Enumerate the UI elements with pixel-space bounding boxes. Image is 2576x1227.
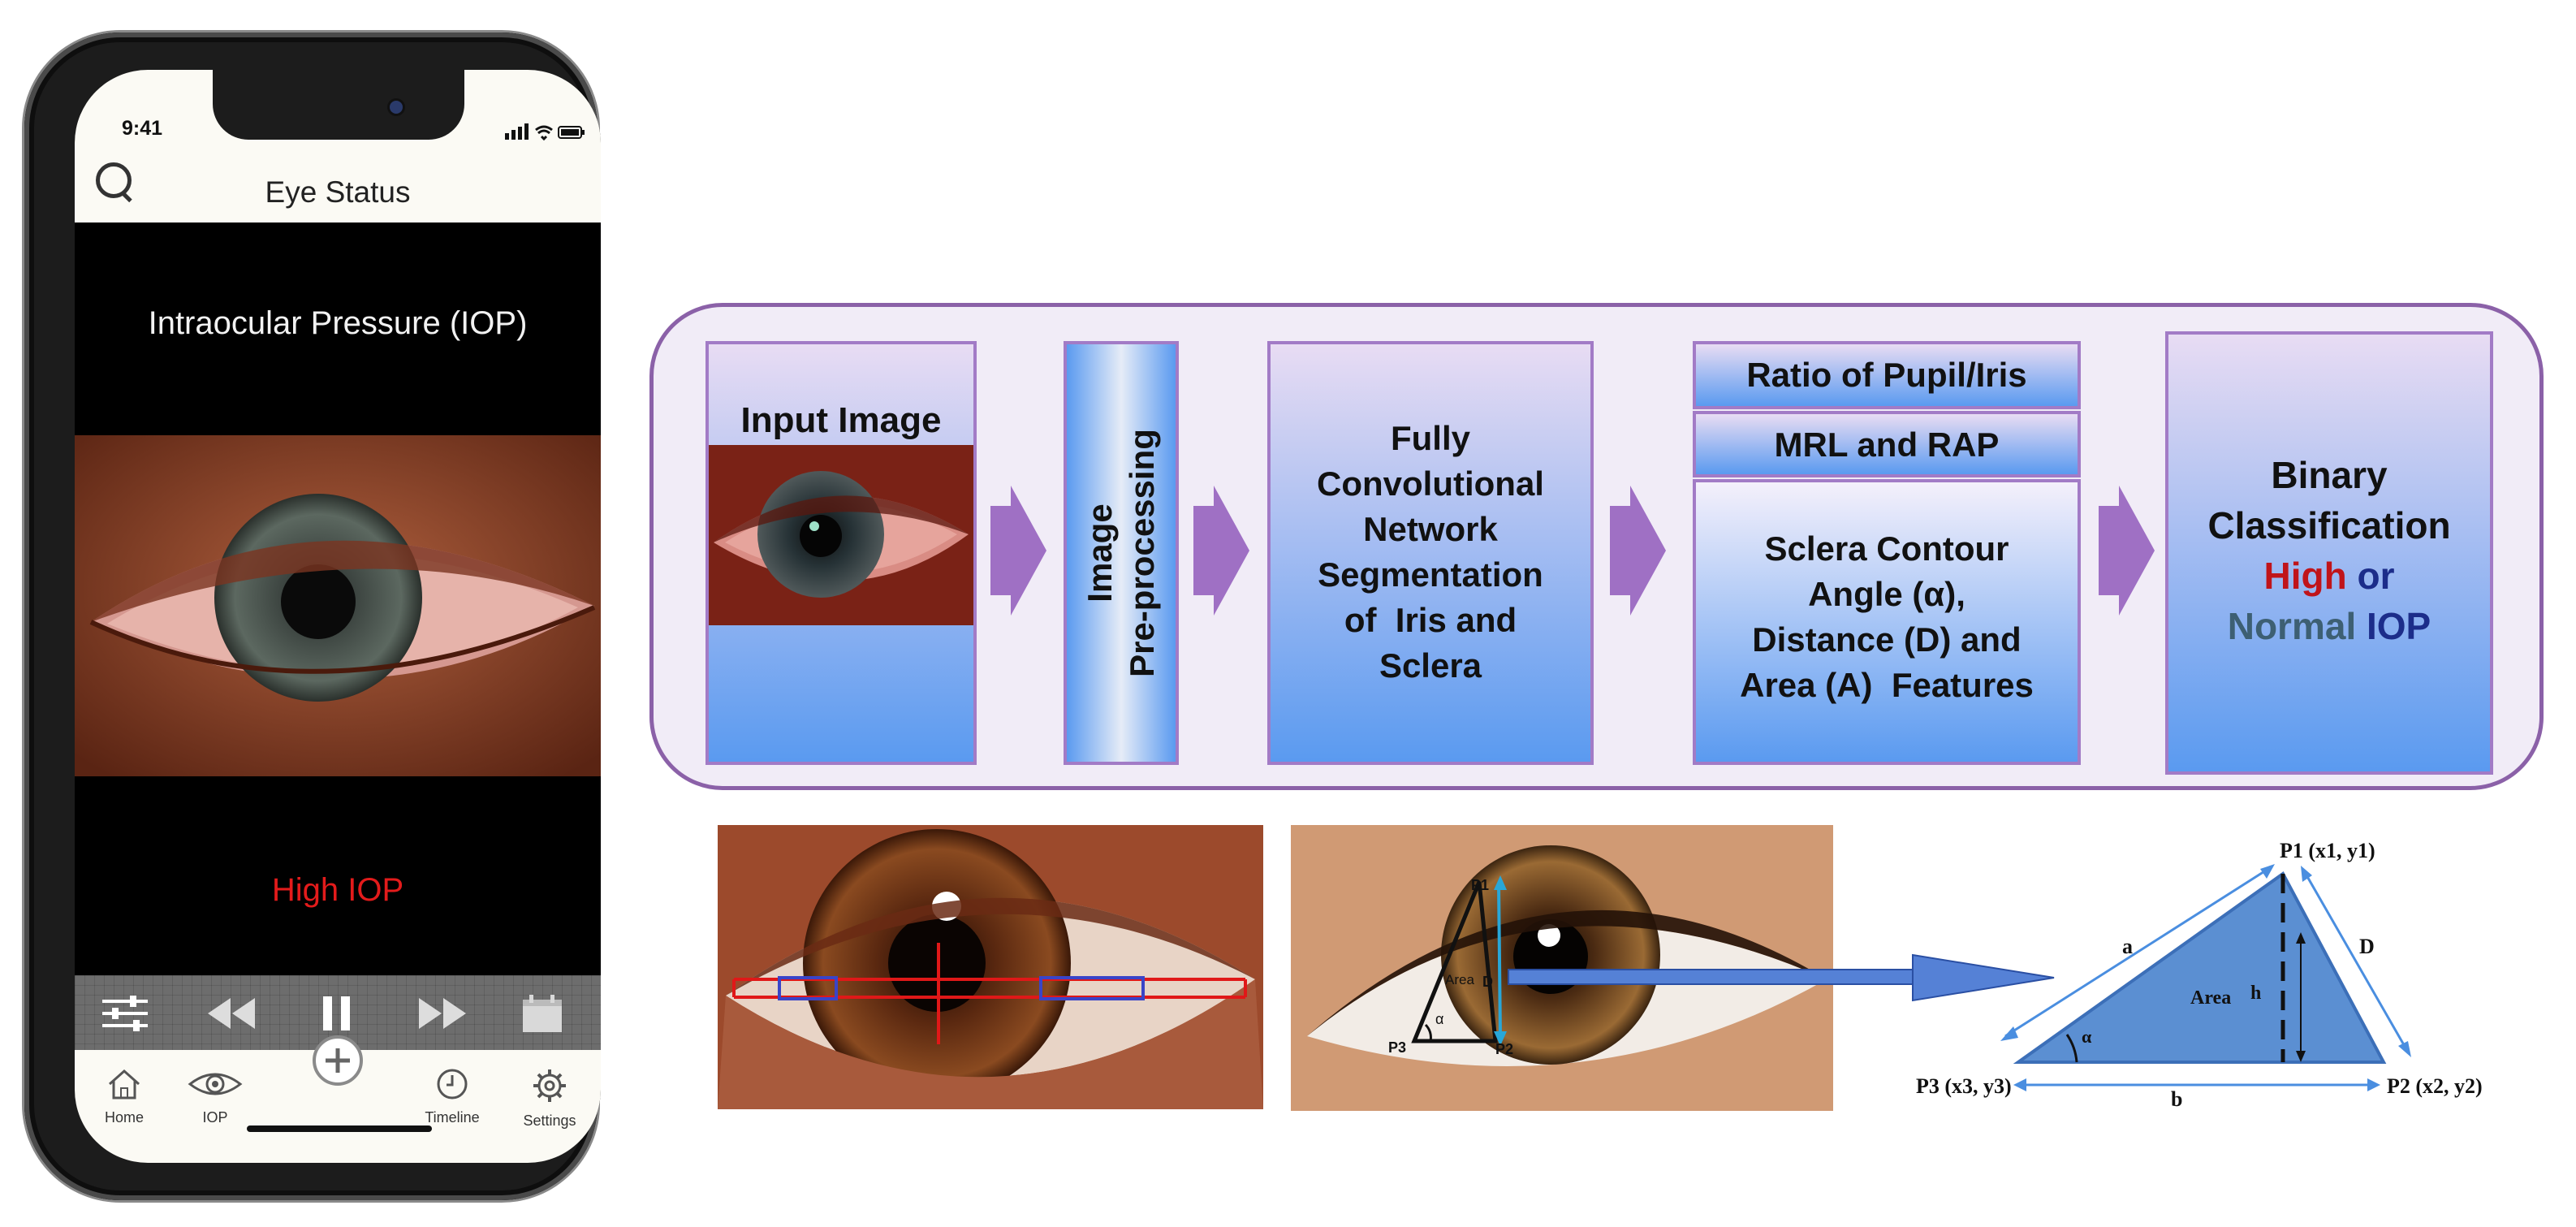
sclera-line-4: Area (A) Features [1740,666,2034,704]
fast-forward-icon[interactable] [416,993,469,1034]
classification-box: Binary Classification High or Normal IOP [2165,331,2493,775]
mrl-overlay [732,943,1247,1044]
small-alpha-label: α [1435,1011,1443,1027]
tab-timeline-label: Timeline [425,1109,480,1125]
side-d-label: D [2359,935,2375,958]
search-icon[interactable] [96,162,132,198]
tab-iop[interactable]: IOP [170,1068,260,1126]
segmentation-line-6: Sclera [1379,646,1482,685]
preprocessing-line-1: Image [1081,503,1119,603]
small-p2-label: P2 [1495,1041,1513,1057]
sliders-icon[interactable] [99,993,151,1034]
home-indicator [247,1125,432,1132]
alpha-label: α [2082,1026,2092,1047]
segmentation-line-1: Fully [1390,419,1470,457]
calendar-icon[interactable] [520,993,565,1034]
input-image-label: Input Image [740,400,942,440]
segmentation-line-4: Segmentation [1318,555,1543,594]
height-h-label: h [2250,983,2261,1004]
area-triangle [2013,871,2387,1064]
triangle-p3-label: P3 (x3, y3) [1916,1074,2012,1098]
eye-icon [188,1073,243,1095]
input-eye-photo [709,445,973,625]
iop-result: High IOP [271,872,404,908]
preprocessing-label: Image Pre-processing [1079,429,1163,677]
phone-screen: 9:41 Eye Status Intraocular Pressure (IO… [75,70,601,1163]
side-b-label: b [2171,1087,2182,1111]
classification-normal-iop: Normal IOP [2168,601,2490,651]
triangle-p1-label: P1 (x1, y1) [2280,839,2375,862]
phone-notch [213,70,464,140]
preprocessing-box: Image Pre-processing [1064,341,1179,765]
sclera-triangle-eye-photo: P1 D Area α P3 P2 [1291,825,1833,1111]
classification-line-2: Classification [2207,504,2451,547]
segmentation-line-3: Network [1363,510,1498,548]
nav-title: Eye Status [265,175,411,209]
camera-icon [390,101,403,114]
tab-timeline[interactable]: Timeline [408,1068,497,1126]
mrl-feature-label: MRL and RAP [1774,426,2000,464]
tab-home[interactable]: Home [80,1068,169,1126]
tab-bar: Home IOP Timeline [75,1035,601,1163]
gear-icon [533,1069,566,1102]
input-image-box: Input Image [705,341,977,765]
iop-heading: Intraocular Pressure (IOP) [148,305,528,341]
status-icons [505,123,585,141]
area-label: Area [2190,987,2231,1009]
rewind-icon[interactable] [205,993,258,1034]
mrl-rap-eye-photo [718,825,1263,1109]
triangle-diagram: P1 (x1, y1) P2 (x2, y2) P3 (x3, y3) a b … [1508,839,2483,1111]
pipeline-container: Input Image Image Pre-processing [649,303,2544,790]
segmentation-line-2: Convolutional [1317,464,1544,503]
small-p3-label: P3 [1388,1039,1406,1056]
add-button[interactable] [313,1035,363,1086]
pause-icon[interactable] [317,993,357,1034]
tab-iop-label: IOP [202,1109,228,1125]
class-high: High [2263,555,2347,597]
triangle-p2-label: P2 (x2, y2) [2387,1074,2483,1098]
segmentation-box: Fully Convolutional Network Segmentation… [1267,341,1594,765]
sclera-feature-box: Sclera Contour Angle (α), Distance (D) a… [1693,479,2081,765]
phone-mockup: 9:41 Eye Status Intraocular Pressure (IO… [24,32,601,1200]
side-a-label: a [2122,935,2133,958]
nav-bar: Eye Status [75,151,601,223]
connector-arrow [1508,953,2055,1002]
small-d-label: D [1482,974,1493,990]
class-iop: IOP [2367,605,2431,647]
clock-icon [437,1069,468,1100]
mrl-feature-box: MRL and RAP [1693,411,2081,477]
sclera-line-3: Distance (D) and [1752,620,2022,659]
home-icon [109,1069,140,1100]
status-time: 9:41 [122,117,163,140]
tab-settings-label: Settings [523,1113,576,1129]
small-p1-label: P1 [1471,877,1489,893]
ratio-feature-box: Ratio of Pupil/Iris [1693,341,2081,409]
preprocessing-line-2: Pre-processing [1123,429,1161,677]
plus-icon [326,1048,350,1073]
eye-photo [75,435,601,776]
tab-home-label: Home [104,1109,144,1125]
ratio-feature-label: Ratio of Pupil/Iris [1746,356,2027,394]
tab-settings[interactable]: Settings [505,1068,594,1130]
class-normal: Normal [2227,605,2357,647]
triangle-overlay [1411,875,1507,1046]
classification-high-or: High or [2168,551,2490,601]
class-or: or [2357,555,2395,597]
sclera-line-2: Angle (α), [1808,575,1965,613]
segmentation-line-5: of Iris and [1344,601,1517,639]
sclera-line-1: Sclera Contour [1764,529,2009,568]
classification-line-1: Binary [2271,454,2388,496]
small-area-label: Area [1445,972,1474,987]
